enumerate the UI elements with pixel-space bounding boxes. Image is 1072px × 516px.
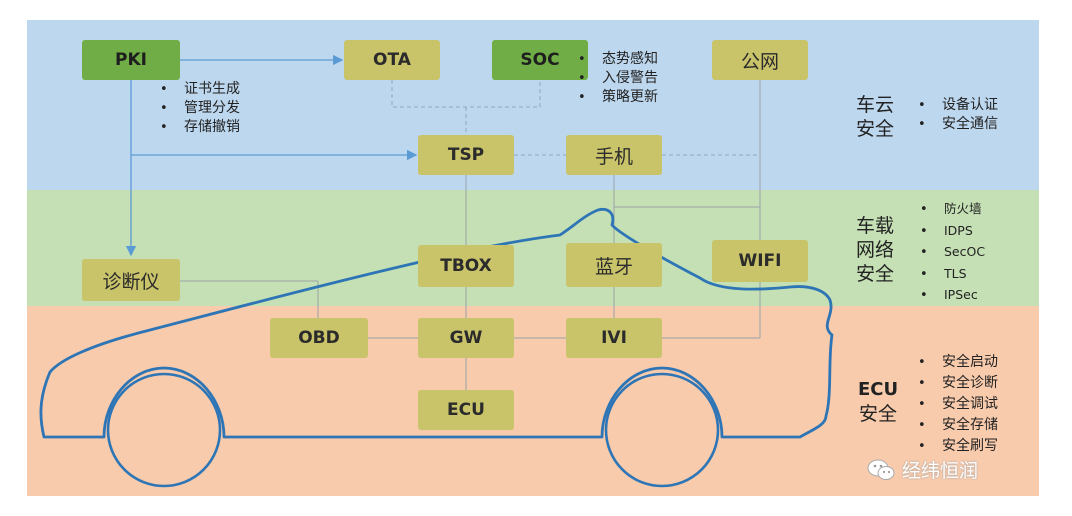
ecu-zone-item: 安全诊断 xyxy=(918,373,998,394)
cloud-zone-title-line2: 安全 xyxy=(856,118,895,140)
ecu-zone-title: ECU 安全 xyxy=(858,378,898,426)
network-zone-item: TLS xyxy=(920,264,985,286)
pki-function-item: 存储撤销 xyxy=(160,118,240,137)
obd-box: OBD xyxy=(270,318,368,358)
ecu-box: ECU xyxy=(418,390,514,430)
network-zone-title-line2: 网络 xyxy=(856,239,895,261)
network-zone-item: IDPS xyxy=(920,221,985,243)
ecu-zone-item: 安全存储 xyxy=(918,415,998,436)
network-zone-items: 防火墙 IDPS SecOC TLS IPSec xyxy=(920,199,985,307)
cloud-zone-item: 设备认证 xyxy=(918,96,998,115)
network-security-band xyxy=(27,190,1039,306)
ecu-zone-title-line1: ECU xyxy=(858,379,899,400)
gongwang-box: 公网 xyxy=(712,40,808,80)
network-zone-title: 车载 网络 安全 xyxy=(856,214,894,286)
soc-function-list: 态势感知 入侵警告 策略更新 xyxy=(578,50,658,107)
shouji-box: 手机 xyxy=(566,135,662,175)
ecu-zone-item: 安全调试 xyxy=(918,394,998,415)
watermark-text: 经纬恒润 xyxy=(902,460,979,482)
watermark: 经纬恒润 xyxy=(866,456,978,483)
zhenduanyi-label: 诊断仪 xyxy=(102,270,160,293)
soc-label: SOC xyxy=(520,50,560,70)
ecu-zone-item: 安全启动 xyxy=(918,352,998,373)
zhenduanyi-box: 诊断仪 xyxy=(82,259,180,301)
cloud-zone-title: 车云 安全 xyxy=(856,93,894,141)
ivi-box: IVI xyxy=(566,318,662,358)
ecu-zone-item: 安全刷写 xyxy=(918,436,998,457)
lanya-label: 蓝牙 xyxy=(594,255,633,278)
ivi-label: IVI xyxy=(601,328,627,348)
wifi-box: WIFI xyxy=(712,240,808,282)
pki-box: PKI xyxy=(82,40,180,80)
gongwang-label: 公网 xyxy=(740,50,779,73)
network-zone-title-line1: 车载 xyxy=(856,215,895,237)
network-zone-item: IPSec xyxy=(920,285,985,307)
ecu-label: ECU xyxy=(447,400,485,420)
ota-label: OTA xyxy=(373,50,411,70)
ecu-zone-items: 安全启动 安全诊断 安全调试 安全存储 安全刷写 xyxy=(918,352,998,457)
wifi-label: WIFI xyxy=(738,251,782,271)
wechat-icon xyxy=(867,459,895,480)
soc-function-item: 态势感知 xyxy=(578,50,658,69)
pki-function-item: 证书生成 xyxy=(160,80,240,99)
pki-function-item: 管理分发 xyxy=(160,99,240,118)
cloud-zone-items: 设备认证 安全通信 xyxy=(918,96,998,134)
soc-function-item: 入侵警告 xyxy=(578,69,658,88)
obd-label: OBD xyxy=(298,328,340,348)
tbox-box: TBOX xyxy=(418,245,514,287)
soc-box: SOC xyxy=(492,40,588,80)
gw-box: GW xyxy=(418,318,514,358)
tsp-box: TSP xyxy=(418,135,514,175)
tbox-label: TBOX xyxy=(440,256,492,276)
ota-box: OTA xyxy=(344,40,440,80)
network-zone-item: SecOC xyxy=(920,242,985,264)
soc-function-item: 策略更新 xyxy=(578,88,658,107)
network-zone-title-line3: 安全 xyxy=(856,263,895,285)
cloud-zone-title-line1: 车云 xyxy=(856,94,895,116)
network-zone-item: 防火墙 xyxy=(920,199,985,221)
gw-label: GW xyxy=(449,328,483,348)
pki-function-list: 证书生成 管理分发 存储撤销 xyxy=(160,80,240,137)
lanya-box: 蓝牙 xyxy=(566,243,662,287)
shouji-label: 手机 xyxy=(594,145,633,168)
cloud-zone-item: 安全通信 xyxy=(918,115,998,134)
pki-label: PKI xyxy=(115,50,147,70)
ecu-zone-title-line2: 安全 xyxy=(859,403,898,425)
tsp-label: TSP xyxy=(447,145,485,165)
